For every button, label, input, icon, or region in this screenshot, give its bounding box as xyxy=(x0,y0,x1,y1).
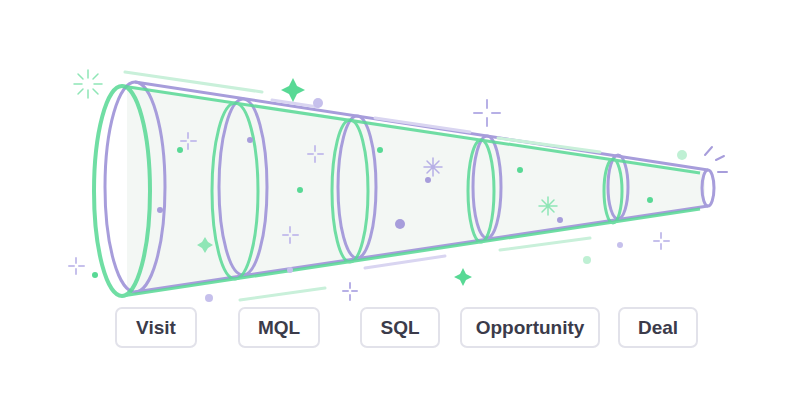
speed-line xyxy=(240,288,325,300)
sparkle-cross xyxy=(308,146,323,162)
funnel-ring xyxy=(338,116,376,258)
stage-box: SQL xyxy=(360,307,440,348)
speed-line xyxy=(365,256,445,268)
dot xyxy=(157,207,163,213)
funnel-ring xyxy=(105,82,165,292)
sparkle-diamond xyxy=(281,78,305,102)
sparkle-diamond xyxy=(454,268,472,286)
funnel-ring xyxy=(212,103,258,279)
sparkle-cross xyxy=(343,283,357,300)
speed-line xyxy=(375,118,470,132)
dot xyxy=(395,219,405,229)
dot xyxy=(517,167,523,173)
stage-label: Deal xyxy=(638,317,678,339)
dot xyxy=(247,137,253,143)
sparkle-burst xyxy=(705,147,727,172)
stage-box: Visit xyxy=(115,307,197,348)
speed-line xyxy=(125,72,262,92)
funnel-ring xyxy=(219,99,267,275)
speed-line xyxy=(500,238,590,250)
sparkle-diamond xyxy=(197,237,213,253)
sparkle-star xyxy=(539,197,557,215)
dot xyxy=(297,187,303,193)
dot xyxy=(92,272,98,278)
funnel-ring xyxy=(468,140,494,242)
funnel-ring xyxy=(473,136,501,238)
stage-label: MQL xyxy=(258,317,300,339)
dot xyxy=(677,150,687,160)
funnel-purple xyxy=(105,82,714,292)
stage-box: MQL xyxy=(238,307,320,348)
funnel-ring xyxy=(332,120,368,262)
dot xyxy=(583,256,591,264)
dot xyxy=(287,267,293,273)
funnel-green xyxy=(94,86,700,296)
funnel-ring xyxy=(702,170,714,206)
dot xyxy=(647,197,653,203)
sparkle-burst xyxy=(74,70,102,98)
stage-box: Deal xyxy=(618,307,698,348)
stage-label: Visit xyxy=(136,317,176,339)
dot xyxy=(177,147,183,153)
dot xyxy=(313,98,323,108)
stage-box: Opportunity xyxy=(460,307,600,348)
dot xyxy=(377,147,383,153)
funnel-ring xyxy=(94,86,150,296)
sparkle-cross xyxy=(654,233,669,249)
dot xyxy=(557,217,563,223)
sparkle-cross xyxy=(474,100,500,126)
sparkle-dots xyxy=(92,98,687,302)
dot xyxy=(425,177,431,183)
dot xyxy=(205,294,213,302)
stage-label: Opportunity xyxy=(476,317,585,339)
speed-lines xyxy=(125,72,600,300)
speed-line xyxy=(498,138,600,152)
dot xyxy=(617,242,623,248)
sparkle-cross xyxy=(69,258,84,274)
sparkle-cross xyxy=(181,133,196,149)
speed-line xyxy=(272,100,318,107)
sparkle-cross xyxy=(283,227,298,243)
sparkle-crosses xyxy=(69,70,727,300)
stage-label: SQL xyxy=(380,317,419,339)
sparkle-diamonds xyxy=(197,78,472,286)
funnel-fill xyxy=(127,85,705,295)
sparkle-star xyxy=(424,158,442,176)
funnel-ring xyxy=(604,159,622,223)
